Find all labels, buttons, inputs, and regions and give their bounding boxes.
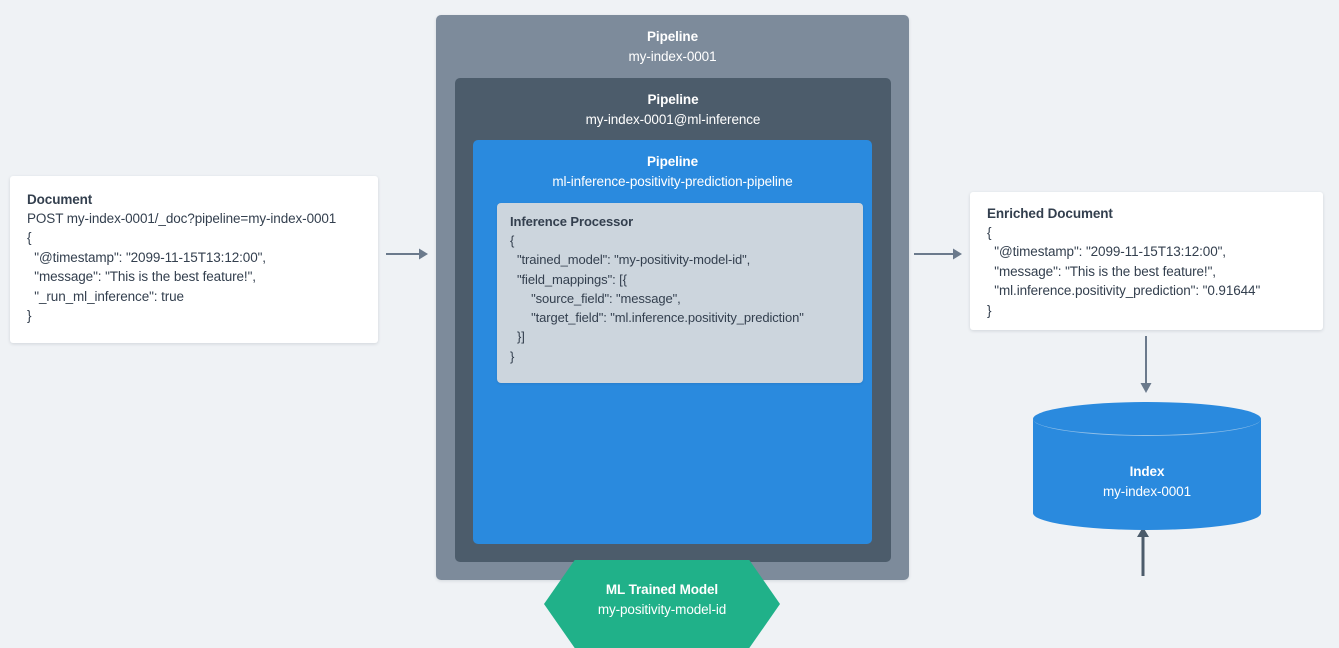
- inference-processor-line: "source_field": "message",: [510, 290, 681, 306]
- diagram-canvas: Document POST my-index-0001/_doc?pipelin…: [10, 15, 1323, 648]
- pipeline-middle-header: Pipeline my-index-0001@ml-inference: [455, 78, 891, 130]
- inference-processor-line: }]: [510, 329, 525, 345]
- inference-processor-line: }: [510, 348, 515, 364]
- index-name: my-index-0001: [1103, 484, 1191, 499]
- enriched-document-line: }: [987, 302, 992, 318]
- document-card: Document POST my-index-0001/_doc?pipelin…: [10, 176, 378, 343]
- ml-trained-model-hexagon: ML Trained Model my-positivity-model-id: [544, 560, 780, 648]
- index-cylinder: Index my-index-0001: [1033, 402, 1261, 530]
- document-line: POST my-index-0001/_doc?pipeline=my-inde…: [27, 211, 337, 226]
- pipeline-middle: Pipeline my-index-0001@ml-inference Pipe…: [455, 78, 1149, 648]
- arrow-down-icon: [1139, 336, 1153, 399]
- enriched-document-line: "message": "This is the best feature!",: [987, 263, 1216, 279]
- enriched-document-line: {: [987, 225, 992, 240]
- pipeline-outer-header: Pipeline my-index-0001: [436, 15, 909, 67]
- enriched-document-card: Enriched Document { "@timestamp": "2099-…: [970, 192, 1323, 330]
- index-title: Index: [1129, 464, 1165, 479]
- arrow-right-icon: [914, 247, 962, 266]
- ml-model-title: ML Trained Model: [605, 582, 719, 597]
- arrow-up-icon: [1135, 526, 1151, 581]
- document-line: }: [27, 308, 32, 324]
- pipeline-outer: Pipeline my-index-0001 Pipeline my-index…: [436, 15, 1149, 648]
- document-title: Document: [27, 192, 93, 207]
- pipeline-inner-label: Pipeline: [647, 154, 698, 169]
- ml-model-name: my-positivity-model-id: [597, 602, 727, 617]
- document-line: "_run_ml_inference": true: [27, 288, 184, 304]
- pipeline-inner: Pipeline ml-inference-positivity-predict…: [473, 140, 1149, 648]
- enriched-document-line: "@timestamp": "2099-11-15T13:12:00",: [987, 244, 1226, 260]
- index-label: Index my-index-0001: [1033, 462, 1261, 502]
- arrow-right-icon: [386, 247, 428, 266]
- document-line: {: [27, 230, 32, 246]
- inference-processor-box: Inference Processor { "trained_model": "…: [497, 203, 863, 383]
- pipeline-inner-header: Pipeline ml-inference-positivity-predict…: [473, 140, 872, 192]
- enriched-document-line: "ml.inference.positivity_prediction": "0…: [987, 283, 1261, 299]
- inference-processor-line: {: [510, 233, 515, 248]
- pipeline-outer-label: Pipeline: [647, 29, 698, 44]
- pipeline-outer-name: my-index-0001: [628, 49, 717, 64]
- enriched-document-title: Enriched Document: [987, 206, 1113, 221]
- pipeline-inner-name: ml-inference-positivity-prediction-pipel…: [552, 174, 793, 189]
- inference-processor-line: "target_field": "ml.inference.positivity…: [510, 310, 804, 326]
- cylinder-top-ellipse: [1033, 402, 1261, 436]
- pipeline-middle-name: my-index-0001@ml-inference: [585, 112, 761, 127]
- inference-processor-line: "trained_model": "my-positivity-model-id…: [510, 252, 751, 268]
- document-line: "@timestamp": "2099-11-15T13:12:00",: [27, 249, 266, 265]
- document-line: "message": "This is the best feature!",: [27, 269, 256, 285]
- pipeline-middle-label: Pipeline: [647, 92, 699, 107]
- inference-processor-title: Inference Processor: [510, 214, 634, 229]
- inference-processor-line: "field_mappings": [{: [510, 271, 627, 287]
